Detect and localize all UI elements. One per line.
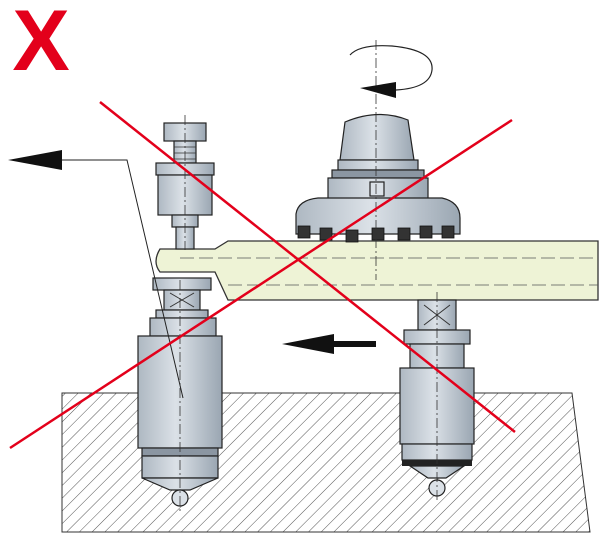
deflection-arrow bbox=[8, 150, 184, 399]
right-fixed-support bbox=[399, 292, 475, 500]
rotation-arrow bbox=[349, 45, 433, 98]
strike-through-cross bbox=[9, 101, 516, 450]
verdict-x-mark: X bbox=[12, 0, 70, 89]
milling-head bbox=[295, 40, 461, 280]
feed-direction-arrow bbox=[282, 334, 376, 354]
workpiece-plate bbox=[155, 240, 599, 301]
left-fixed-support bbox=[137, 277, 223, 512]
left-top-clamp bbox=[155, 115, 215, 250]
